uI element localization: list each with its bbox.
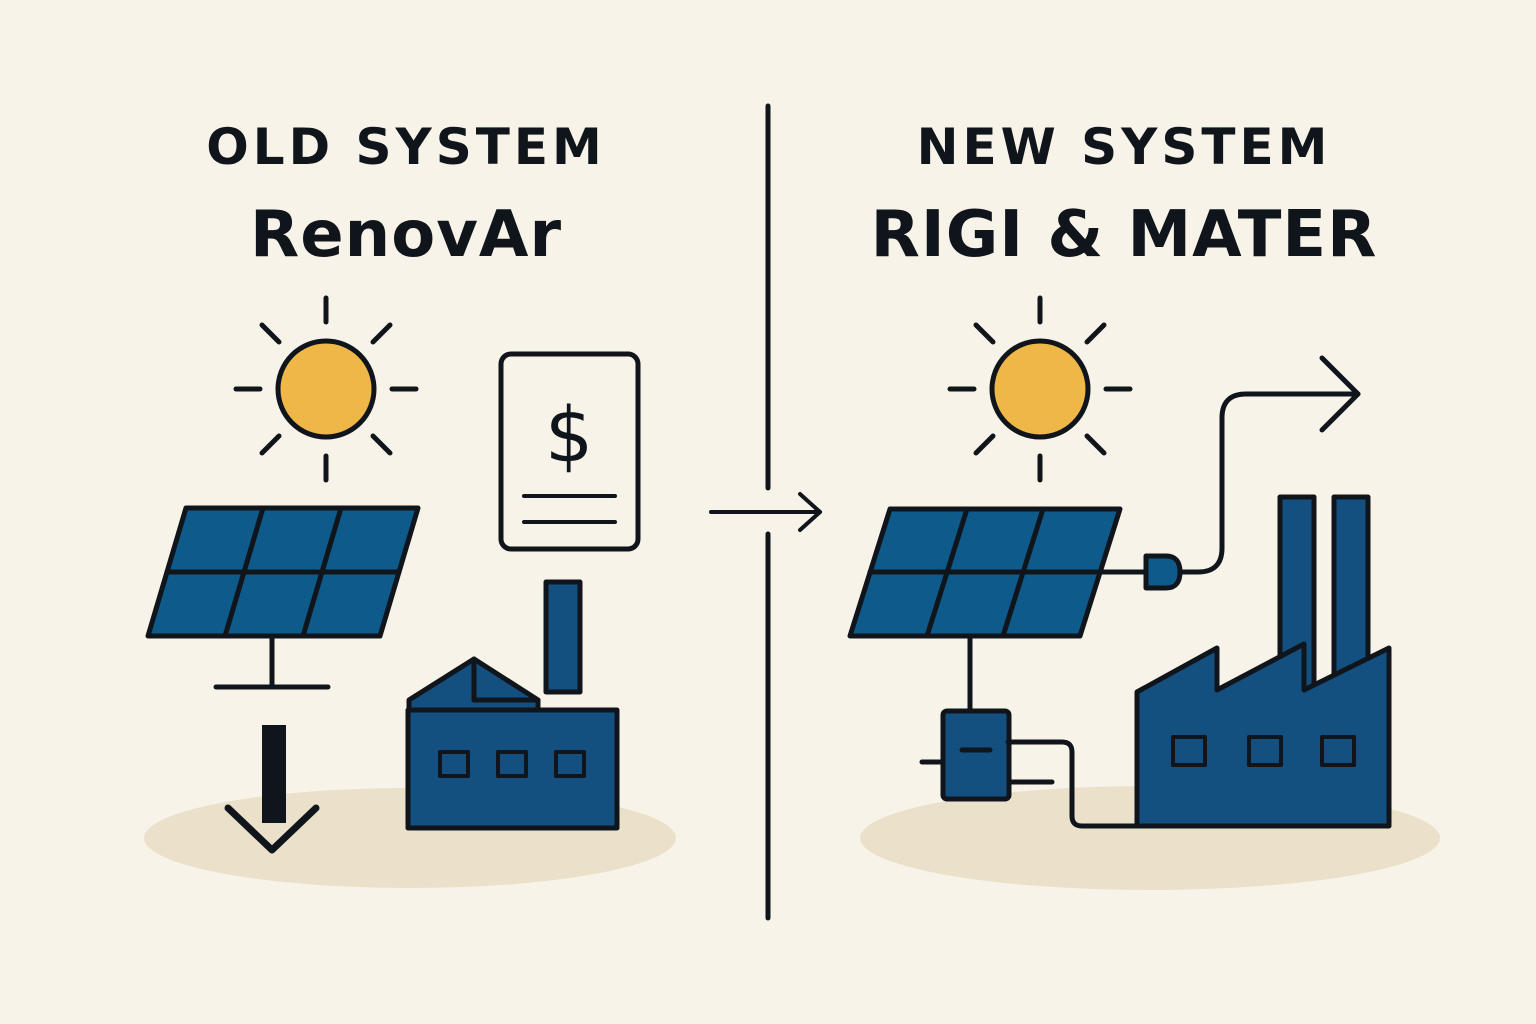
meter-box-icon — [919, 708, 1143, 829]
transition-arrow-icon — [709, 492, 822, 532]
sun-icon — [947, 295, 1133, 483]
solar-panel-icon — [847, 506, 1123, 715]
factory-icon — [405, 579, 620, 831]
plug-icon — [1095, 553, 1183, 591]
factory-icon — [1134, 494, 1392, 829]
bill-currency-symbol: $ — [545, 390, 593, 479]
new-system-kicker: NEW SYSTEM — [916, 118, 1332, 176]
sun-icon — [233, 295, 419, 483]
solar-panel-icon — [145, 505, 421, 690]
bill-icon: $ — [498, 351, 641, 552]
old-system-kicker: OLD SYSTEM — [206, 118, 606, 176]
export-arrow-icon — [1177, 355, 1361, 575]
new-system-program: RIGI & MATER — [870, 198, 1378, 272]
old-system-program: RenovAr — [249, 198, 563, 272]
down-arrow-icon — [224, 725, 320, 854]
